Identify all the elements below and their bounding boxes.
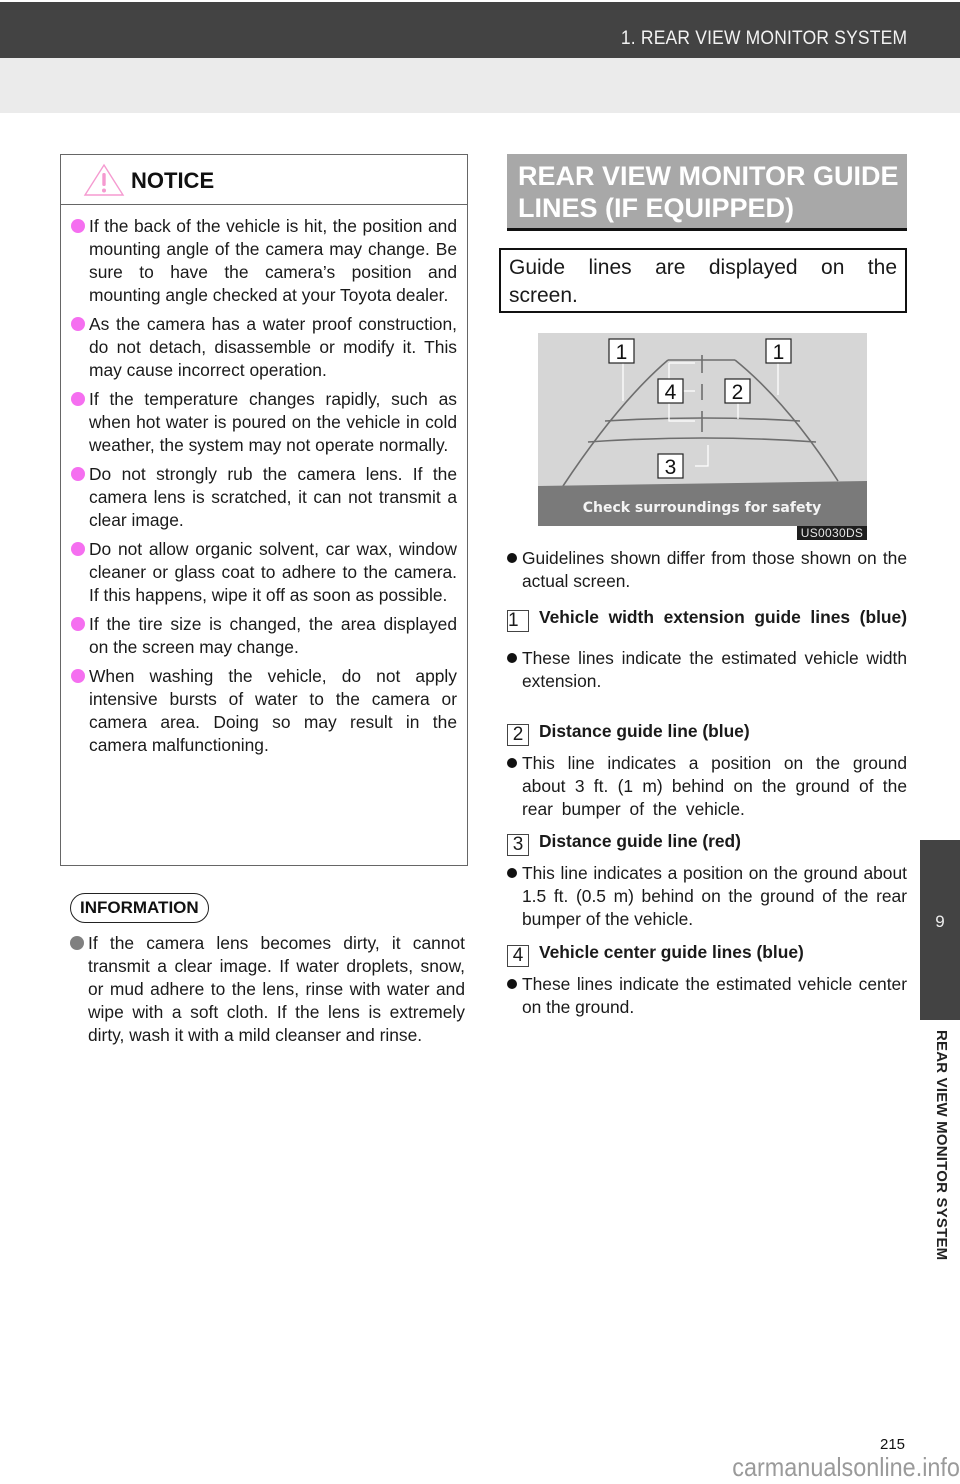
svg-text:4: 4 [665, 381, 677, 404]
guide-text: This line indicates a position on the gr… [522, 863, 907, 929]
width-line-right [734, 359, 839, 482]
header-subbar [0, 58, 960, 113]
notice-header: NOTICE [61, 155, 467, 205]
notice-box: NOTICE If the back of the vehicle is hit… [60, 154, 468, 866]
callout-3: 3 [657, 453, 684, 479]
bullet-icon [507, 553, 517, 563]
warning-triangle-icon [83, 163, 125, 196]
intro-line2: screen. [509, 284, 578, 307]
notice-item: Do not allow organic solvent, car wax, w… [71, 538, 457, 607]
guide-heading: Vehicle center guide lines (blue) [539, 942, 804, 962]
chapter-side-label: REAR VIEW MONITOR SYSTEM [933, 1030, 950, 1261]
bullet-icon [71, 219, 85, 233]
callout-1-left: 1 [608, 338, 635, 364]
bullet-icon [507, 868, 517, 878]
notice-list: If the back of the vehicle is hit, the p… [61, 205, 467, 757]
width-line-left [562, 359, 669, 487]
notice-item: When washing the vehicle, do not apply i… [71, 665, 457, 757]
guide-heading: Distance guide line (red) [539, 831, 741, 851]
section-title-line2: LINES (IF EQUIPPED) [518, 193, 795, 223]
guide-item-3: 3 Distance guide line (red) This line ind… [507, 830, 907, 931]
section-title-line1: REAR VIEW MONITOR GUIDE [518, 161, 899, 191]
header-title: 1. REAR VIEW MONITOR SYSTEM [620, 28, 907, 49]
bullet-icon [507, 758, 517, 768]
page-number: 215 [880, 1436, 906, 1453]
guide-item-4: 4 Vehicle center guide lines (blue) These… [507, 941, 907, 1019]
chapter-number: 9 [935, 912, 945, 931]
information-label: INFORMATION [70, 893, 209, 923]
notice-item: If the temperature changes rapidly, such… [71, 388, 457, 457]
figure-code: US0030DS [797, 526, 867, 540]
callout-1-right: 1 [765, 338, 792, 364]
bullet-icon [507, 653, 517, 663]
svg-text:2: 2 [732, 381, 744, 404]
note: Guidelines shown differ from those shown… [507, 547, 907, 593]
guide-item-2: 2 Distance guide line (blue) This line in… [507, 720, 907, 821]
guide-text: This line indicates a position on the gr… [522, 753, 907, 819]
guide-item-1: 1 Vehicle width extension guide lines (bl… [507, 606, 907, 693]
guide-text: These lines indicate the estimated vehic… [522, 648, 907, 691]
chapter-tab: 9 [920, 840, 960, 1020]
guide-heading: Distance guide line (blue) [539, 721, 750, 741]
notice-item: If the tire size is changed, the area di… [71, 613, 457, 659]
information-item: If the camera lens becomes dirty, it can… [70, 932, 465, 1047]
bullet-icon [71, 317, 85, 331]
callout-4: 4 [657, 378, 684, 404]
intro-box: Guide lines are displayed on the screen. [499, 248, 907, 313]
information-list: If the camera lens becomes dirty, it can… [70, 932, 465, 1047]
banner-text: Check surroundings for safety [583, 500, 822, 516]
guide-text: These lines indicate the estimated vehic… [522, 974, 907, 1017]
notice-label: NOTICE [131, 168, 215, 193]
notice-item: If the back of the vehicle is hit, the p… [71, 215, 457, 307]
header-bar: 1. REAR VIEW MONITOR SYSTEM [0, 2, 960, 58]
bullet-icon [71, 669, 85, 683]
notice-item: As the camera has a water proof construc… [71, 313, 457, 382]
number-box-icon: 3 [507, 834, 529, 856]
number-box-icon: 4 [507, 945, 529, 967]
bullet-icon [71, 617, 85, 631]
bullet-icon [70, 936, 84, 950]
number-box-icon: 2 [507, 724, 529, 746]
distance-line-red [587, 437, 817, 443]
bullet-icon [71, 542, 85, 556]
guide-lines-diagram: 1 1 4 2 3 Check surroundings for safety [538, 338, 867, 526]
intro-line1: Guide lines are displayed on the [509, 256, 897, 279]
notice-item: Do not strongly rub the camera lens. If … [71, 463, 457, 532]
svg-text:1: 1 [616, 341, 628, 364]
callout-2: 2 [724, 378, 751, 404]
number-box-icon: 1 [507, 610, 529, 632]
guide-lines-figure: 1 1 4 2 3 Check surroundings for safety [538, 333, 867, 526]
svg-text:3: 3 [665, 456, 677, 479]
banner-background [538, 481, 867, 526]
bullet-icon [71, 392, 85, 406]
bullet-icon [71, 467, 85, 481]
bullet-icon [507, 979, 517, 989]
watermark: carmanualsonline.info [732, 1452, 960, 1482]
section-heading: REAR VIEW MONITOR GUIDE LINES (IF EQUIPP… [507, 154, 907, 231]
guide-heading: Vehicle width extension guide lines (blu… [539, 607, 907, 627]
svg-text:1: 1 [773, 341, 785, 364]
